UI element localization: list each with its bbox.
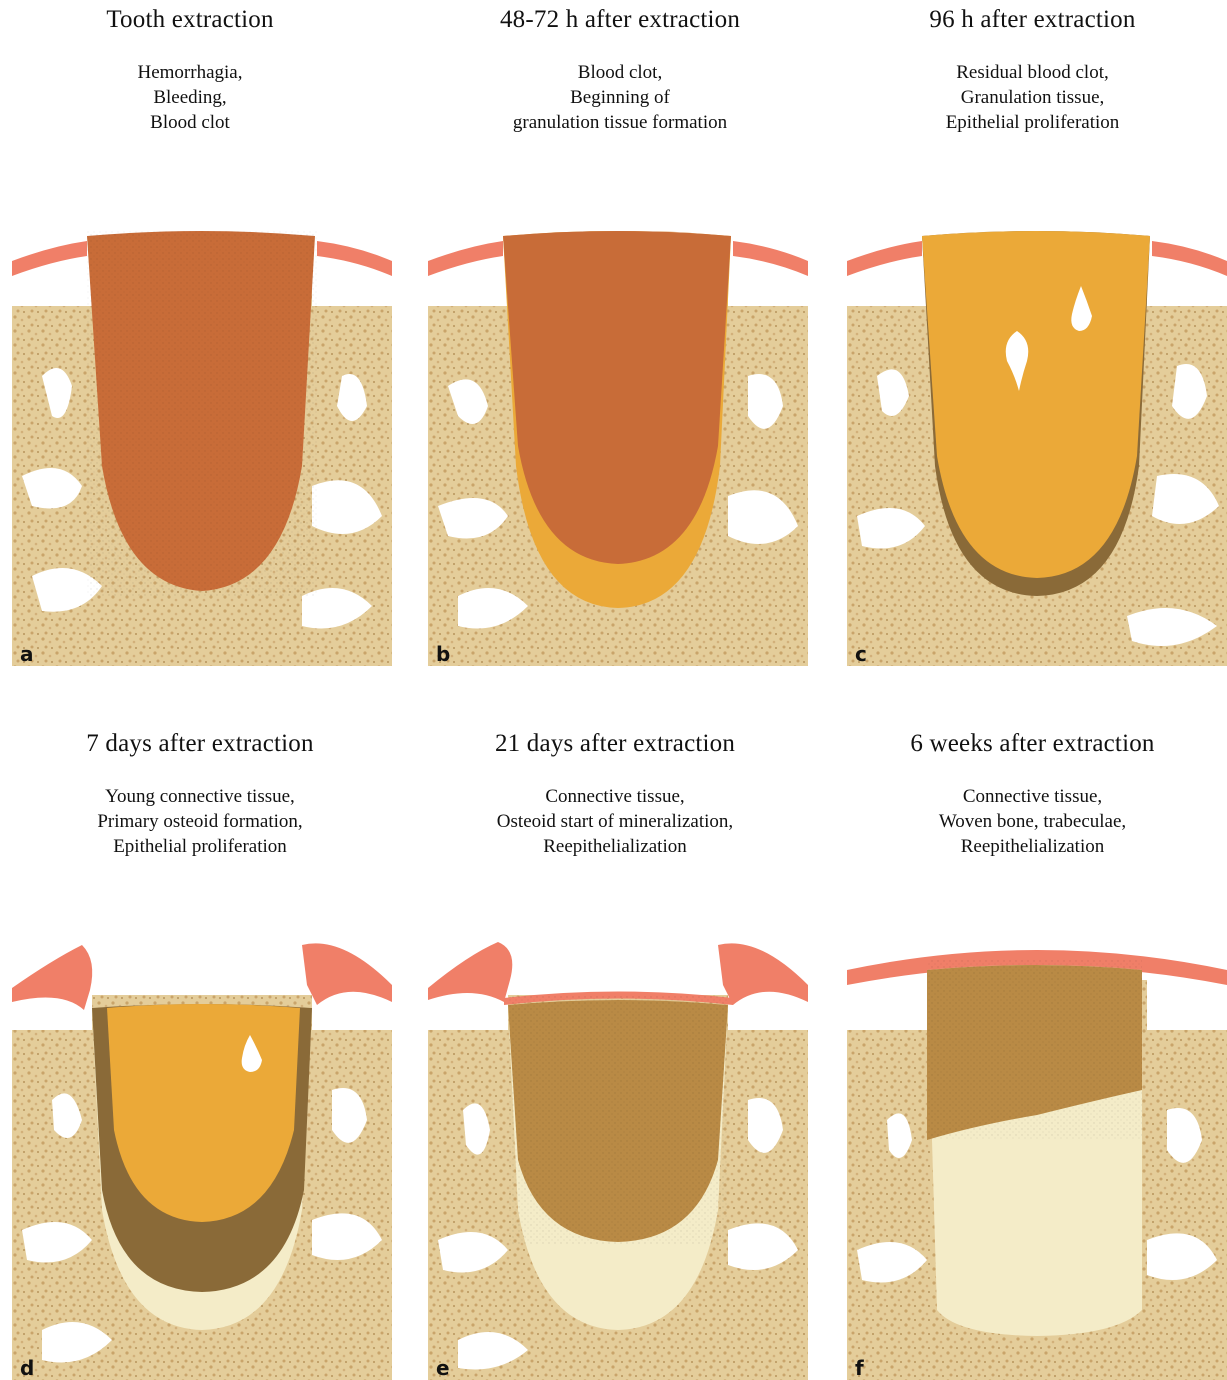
panel-title: 96 h after extraction: [838, 6, 1227, 34]
panel-letter: f: [855, 1356, 864, 1380]
description-line: Beginning of: [420, 85, 820, 110]
panel-letter: d: [20, 1356, 34, 1380]
description-line: Reepithelialization: [838, 834, 1227, 859]
panel-letter: c: [855, 642, 867, 666]
panel-letter: e: [436, 1356, 450, 1380]
panel-description: Hemorrhagia, Bleeding, Blood clot: [0, 60, 380, 135]
description-line: Epithelial proliferation: [838, 110, 1227, 135]
socket-illustration: a: [12, 216, 392, 666]
panel-title: 6 weeks after extraction: [838, 730, 1227, 758]
description-line: Primary osteoid formation,: [0, 809, 400, 834]
panel-title: Tooth extraction: [0, 6, 380, 34]
description-line: granulation tissue formation: [420, 110, 820, 135]
panel-a: Tooth extraction Hemorrhagia, Bleeding, …: [0, 6, 380, 135]
panel-letter: b: [436, 642, 450, 666]
description-line: Epithelial proliferation: [0, 834, 400, 859]
panel-c: 96 h after extraction Residual blood clo…: [838, 6, 1227, 135]
panel-title: 7 days after extraction: [0, 730, 400, 758]
socket-illustration: d: [12, 930, 392, 1380]
description-line: Woven bone, trabeculae,: [838, 809, 1227, 834]
gingiva: [428, 942, 512, 1002]
description-line: Granulation tissue,: [838, 85, 1227, 110]
panel-description: Young connective tissue, Primary osteoid…: [0, 784, 400, 859]
socket-illustration: f: [847, 930, 1227, 1380]
panel-e: 21 days after extraction Connective tiss…: [410, 730, 820, 859]
socket-illustration: e: [428, 930, 808, 1380]
description-line: Bleeding,: [0, 85, 380, 110]
panel-title: 48-72 h after extraction: [420, 6, 820, 34]
panel-description: Connective tissue, Woven bone, trabecula…: [838, 784, 1227, 859]
description-line: Hemorrhagia,: [0, 60, 380, 85]
panel-description: Connective tissue, Osteoid start of mine…: [410, 784, 820, 859]
panel-title: 21 days after extraction: [410, 730, 820, 758]
description-line: Connective tissue,: [838, 784, 1227, 809]
description-line: Residual blood clot,: [838, 60, 1227, 85]
description-line: Reepithelialization: [410, 834, 820, 859]
panel-letter: a: [20, 642, 34, 666]
description-line: Connective tissue,: [410, 784, 820, 809]
socket-illustration: b: [428, 216, 808, 666]
panel-d: 7 days after extraction Young connective…: [0, 730, 400, 859]
panel-description: Residual blood clot, Granulation tissue,…: [838, 60, 1227, 135]
panel-description: Blood clot, Beginning of granulation tis…: [420, 60, 820, 135]
description-line: Young connective tissue,: [0, 784, 400, 809]
socket-illustration: c: [847, 216, 1227, 666]
panel-b: 48-72 h after extraction Blood clot, Beg…: [420, 6, 820, 135]
description-line: Osteoid start of mineralization,: [410, 809, 820, 834]
description-line: Blood clot,: [420, 60, 820, 85]
description-line: Blood clot: [0, 110, 380, 135]
panel-f: 6 weeks after extraction Connective tiss…: [838, 730, 1227, 859]
